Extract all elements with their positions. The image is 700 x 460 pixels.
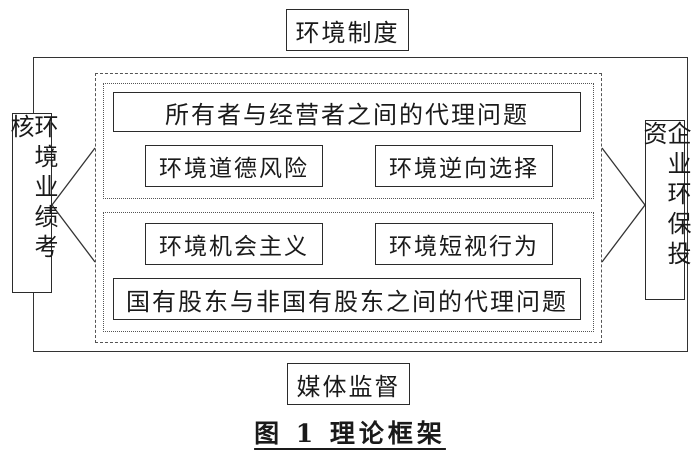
left-node-label: 环境业绩考核 <box>6 114 58 264</box>
figure-caption-text: 图 1 理论框架 <box>254 419 446 448</box>
lower-left-box: 环境机会主义 <box>145 223 323 265</box>
upper-left-label: 环境道德风险 <box>159 156 309 182</box>
upper-wide-label: 所有者与经营者之间的代理问题 <box>165 100 529 129</box>
bottom-node-label: 媒体监督 <box>296 372 401 401</box>
lower-wide-box: 国有股东与非国有股东之间的代理问题 <box>113 278 581 320</box>
left-node-box: 环境业绩考核 <box>6 113 58 293</box>
right-connector <box>601 147 646 263</box>
bottom-node-box: 媒体监督 <box>287 363 410 405</box>
upper-right-label: 环境逆向选择 <box>389 156 539 182</box>
upper-right-box: 环境逆向选择 <box>375 145 553 187</box>
right-node-box: 企业环保投资 <box>639 120 691 300</box>
lower-right-label: 环境短视行为 <box>389 234 539 260</box>
lower-group-frame <box>103 212 594 332</box>
upper-group-frame <box>103 83 594 199</box>
lower-right-box: 环境短视行为 <box>375 223 553 265</box>
framework-container <box>95 73 602 343</box>
lower-wide-label: 国有股东与非国有股东之间的代理问题 <box>126 287 568 316</box>
upper-wide-box: 所有者与经营者之间的代理问题 <box>113 92 581 132</box>
right-node-label: 企业环保投资 <box>639 121 691 271</box>
left-connector <box>51 147 96 263</box>
top-node-box: 环境制度 <box>286 9 409 51</box>
lower-left-label: 环境机会主义 <box>159 234 309 260</box>
top-node-label: 环境制度 <box>295 18 400 47</box>
upper-left-box: 环境道德风险 <box>145 145 323 187</box>
figure-caption: 图 1 理论框架 <box>200 414 500 450</box>
